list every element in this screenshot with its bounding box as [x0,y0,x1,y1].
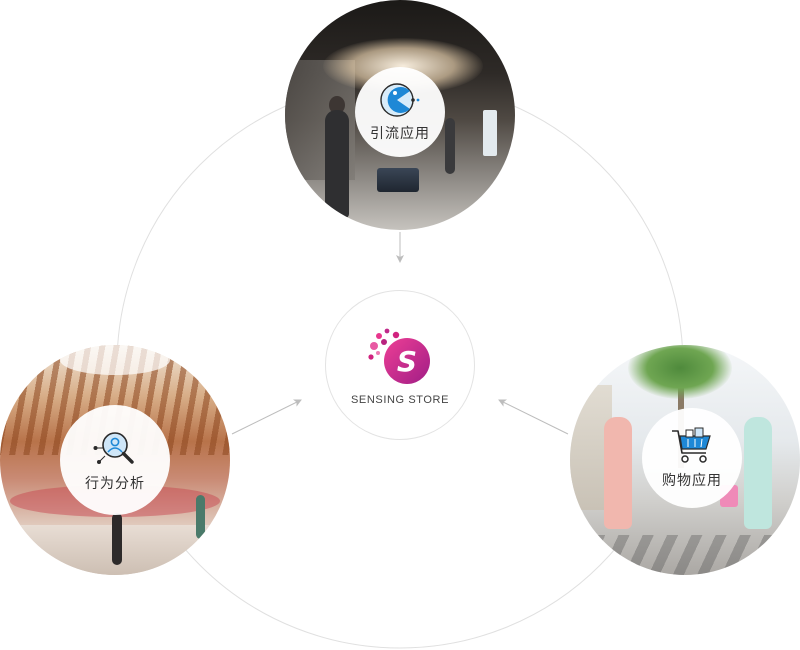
walker-figure [112,513,122,565]
sensing-store-logo: S [368,328,430,384]
logo-letter: S [397,345,417,378]
node-traffic-label: 引流应用 [370,125,430,142]
node-shopping-badge: 购物应用 [642,408,742,508]
node-shopping-photo: 购物应用 [570,345,800,575]
visitor-figure [325,110,349,218]
pacman-icon [380,82,420,117]
node-behavior-badge: 行为分析 [60,405,170,515]
node-behavior-label: 行为分析 [85,475,145,492]
shopper-mint-dress [744,417,772,529]
node-shopping-label: 购物应用 [662,472,722,489]
hub-label: SENSING STORE [350,394,450,406]
palm-tree [628,345,732,399]
arrow-right-to-hub [498,399,569,435]
node-traffic-photo: 引流应用 [285,0,515,230]
shopper-pink-dress [604,417,632,529]
shopper-figure [196,495,205,539]
pavement-shadows [570,535,800,575]
visitor-head [329,96,345,114]
arrow-left-to-hub [231,399,302,435]
node-behavior-photo: 行为分析 [0,345,230,575]
user-search-icon [93,431,134,464]
hub-circle: S SENSING STORE [325,290,475,440]
digital-signage [483,110,497,156]
node-traffic-badge: 引流应用 [355,67,445,157]
shopper-figure [445,118,455,174]
shopping-cart-icon [672,427,711,463]
display-kiosk [377,168,419,192]
skylight [60,345,170,375]
